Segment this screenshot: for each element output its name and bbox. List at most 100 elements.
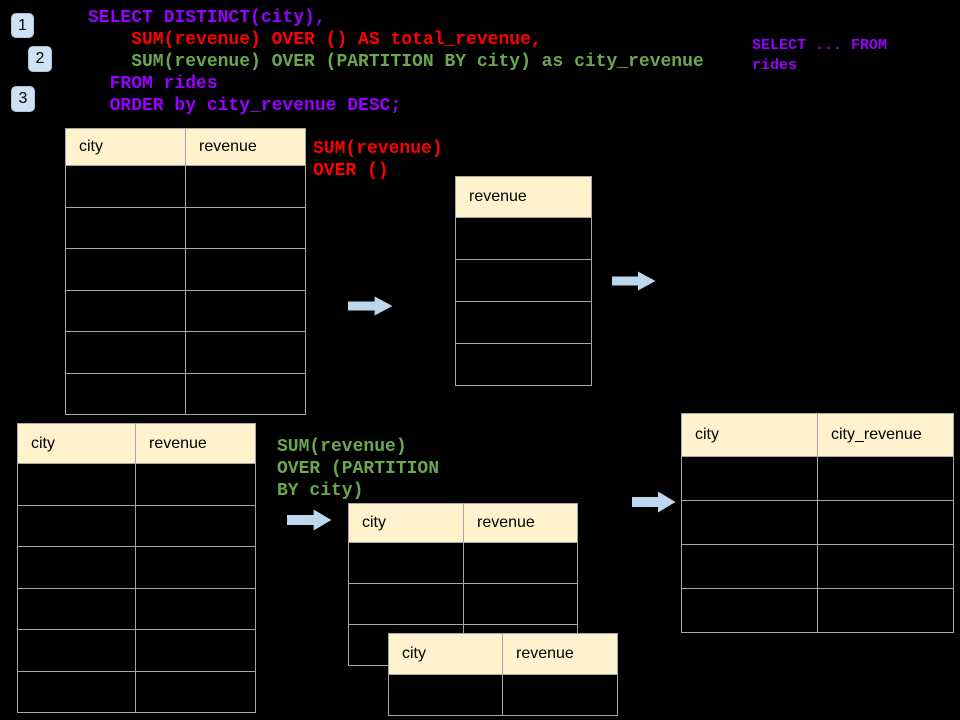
table-cell [817, 544, 954, 589]
table-row [65, 331, 306, 374]
code-line: SELECT DISTINCT(city), [88, 8, 326, 28]
code-line: FROM rides [88, 74, 218, 94]
column-header-city: city [65, 128, 186, 166]
code-line: SUM(revenue) OVER (PARTITION BY city) as… [88, 52, 704, 72]
table-row [681, 544, 954, 589]
table-cell [65, 289, 186, 332]
column-header-revenue: revenue [463, 503, 578, 543]
code-line: BY city) [277, 481, 364, 501]
column-header-city: city [348, 503, 464, 543]
column-header-revenue: revenue [455, 176, 592, 218]
table-cell [17, 629, 136, 672]
table-row [681, 456, 954, 501]
table-cell [135, 546, 256, 589]
code-line: ORDER by city_revenue DESC; [88, 96, 402, 116]
table-cell [17, 546, 136, 589]
table-cell [681, 588, 818, 633]
table-cell [681, 500, 818, 545]
column-header-city: city [17, 423, 136, 464]
code-line: SELECT ... FROM [752, 37, 888, 54]
table-cell [348, 583, 464, 625]
table-cell [185, 248, 306, 291]
table-row [17, 463, 256, 506]
table-cell [817, 456, 954, 501]
table-cell [185, 372, 306, 415]
arrow-right-icon [632, 491, 676, 513]
table-cell [65, 248, 186, 291]
table-cell [65, 165, 186, 208]
table-cell [17, 463, 136, 506]
column-header-city-revenue: city_revenue [817, 413, 954, 457]
table-partition-mid: city revenue [348, 503, 578, 666]
table-row [455, 259, 592, 302]
table-cell [463, 583, 578, 625]
table-cell [502, 674, 618, 716]
header-row: city city_revenue [681, 413, 954, 457]
table-cell [348, 542, 464, 584]
table-cell [135, 587, 256, 630]
table-cell [463, 542, 578, 584]
table-cell [17, 504, 136, 547]
table-cell [17, 670, 136, 713]
table-cell [135, 463, 256, 506]
annotation-total-revenue: SUM(revenue)OVER () [313, 138, 443, 182]
table-cell [455, 343, 592, 386]
table-row [681, 500, 954, 545]
table-cell [681, 544, 818, 589]
table-cell [135, 670, 256, 713]
table-cell [681, 456, 818, 501]
table-row [348, 583, 578, 625]
table-partition-overlay: city revenue [388, 633, 618, 716]
arrow-right-icon [287, 509, 332, 531]
table-row [65, 289, 306, 332]
table-cell [135, 629, 256, 672]
table-row [348, 542, 578, 584]
table-cell [388, 674, 503, 716]
table-cell [185, 289, 306, 332]
table-cell [17, 587, 136, 630]
table-cell [185, 165, 306, 208]
header-row: city revenue [348, 503, 578, 543]
table-cell [455, 217, 592, 260]
column-header-revenue: revenue [502, 633, 618, 675]
table-row [388, 674, 618, 716]
header-row: city revenue [17, 423, 256, 464]
table-source-bottom: city revenue [17, 423, 256, 713]
table-cell [65, 372, 186, 415]
code-line: OVER () [313, 161, 389, 181]
table-cell [817, 500, 954, 545]
table-city-revenue-result: city city_revenue [681, 413, 954, 633]
code-line: SUM(revenue) OVER () AS total_revenue, [88, 30, 542, 50]
table-row [455, 343, 592, 386]
header-row: city revenue [65, 128, 306, 166]
table-cell [185, 206, 306, 249]
step-badge-3: 3 [11, 86, 35, 112]
code-line: SUM(revenue) [277, 437, 407, 457]
table-cell [185, 331, 306, 374]
header-row: city revenue [388, 633, 618, 675]
table-row [17, 670, 256, 713]
table-cell [817, 588, 954, 633]
table-row [17, 546, 256, 589]
sql-query-code: SELECT DISTINCT(city), SUM(revenue) OVER… [88, 7, 704, 117]
table-cell [65, 331, 186, 374]
table-row [65, 372, 306, 415]
column-header-revenue: revenue [185, 128, 306, 166]
step-badge-2: 2 [28, 46, 52, 72]
table-row [65, 206, 306, 249]
table-total-revenue-result: revenue [455, 176, 592, 386]
step-badge-1: 1 [11, 13, 34, 38]
column-header-city: city [681, 413, 818, 457]
table-row [65, 165, 306, 208]
table-row [17, 629, 256, 672]
table-row [17, 587, 256, 630]
arrow-right-icon [348, 296, 393, 316]
column-header-city: city [388, 633, 503, 675]
table-row [455, 217, 592, 260]
table-row [455, 301, 592, 344]
table-row [681, 588, 954, 633]
table-cell [455, 301, 592, 344]
arrow-right-icon [612, 271, 656, 291]
